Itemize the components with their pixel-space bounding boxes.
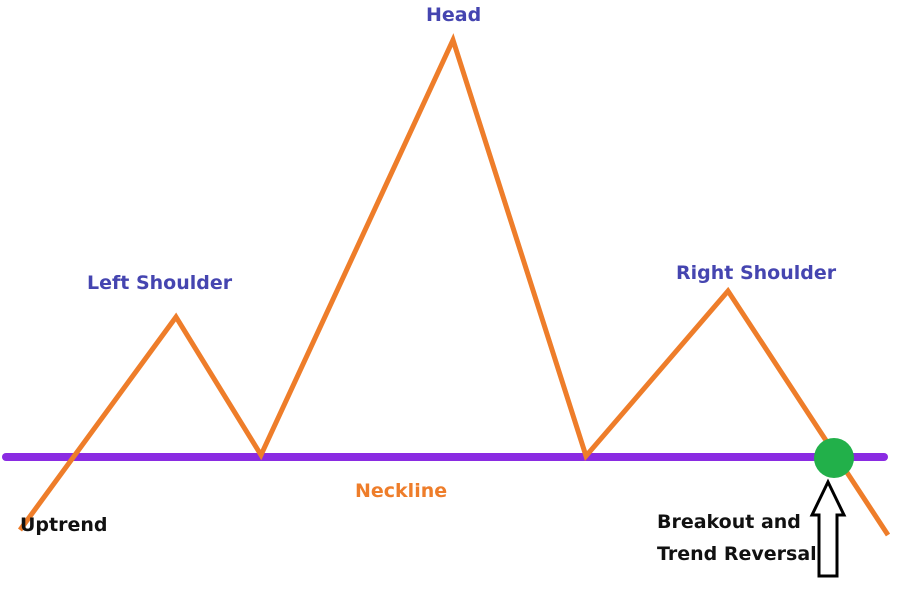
breakout-marker-icon bbox=[814, 438, 854, 478]
breakout-label-line1: Breakout and bbox=[657, 511, 801, 533]
price-path bbox=[17, 33, 891, 537]
head-label: Head bbox=[426, 4, 482, 26]
breakout-label-line2: Trend Reversal bbox=[657, 543, 817, 565]
left-shoulder-label: Left Shoulder bbox=[87, 272, 233, 294]
uptrend-label: Uptrend bbox=[20, 514, 108, 536]
right-shoulder-label: Right Shoulder bbox=[676, 262, 837, 284]
neckline-label: Neckline bbox=[355, 480, 448, 502]
breakout-arrow-icon bbox=[809, 478, 847, 578]
